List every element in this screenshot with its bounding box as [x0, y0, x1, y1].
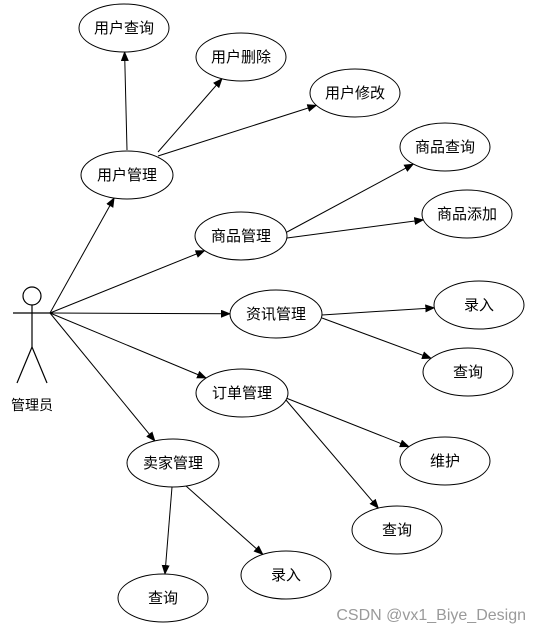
- use-case-goods-mgmt: 商品管理: [194, 211, 288, 261]
- actor-head: [22, 286, 42, 306]
- edge-info-mgmt-to-info-query: [321, 317, 432, 359]
- use-case-label: 卖家管理: [143, 454, 203, 472]
- use-case-user-modify: 用户修改: [309, 68, 401, 118]
- use-case-label: 查询: [382, 521, 412, 539]
- edge-actor-to-seller-mgmt: [49, 312, 156, 442]
- use-case-label: 查询: [148, 589, 178, 607]
- use-case-label: 订单管理: [212, 384, 272, 402]
- use-case-label: 商品查询: [415, 138, 475, 156]
- use-case-label: 用户修改: [325, 84, 385, 102]
- edge-goods-mgmt-to-goods-query: [286, 163, 415, 233]
- use-case-label: 用户删除: [211, 48, 271, 66]
- edge-actor-to-info-mgmt: [49, 309, 232, 318]
- use-case-info-entry: 录入: [433, 280, 525, 330]
- use-case-seller-mgmt: 卖家管理: [126, 438, 220, 488]
- use-case-label: 用户查询: [94, 19, 154, 37]
- use-case-order-maintain: 维护: [399, 436, 491, 486]
- edge-order-mgmt-to-order-maintain: [285, 397, 410, 448]
- use-case-label: 录入: [271, 566, 301, 584]
- use-case-label: 查询: [453, 363, 483, 381]
- actor-leg-right: [31, 346, 48, 384]
- use-case-seller-entry: 录入: [240, 550, 332, 600]
- use-case-label: 资讯管理: [246, 305, 306, 323]
- edge-goods-mgmt-to-goods-add: [286, 217, 425, 239]
- actor-admin: 管理员: [11, 286, 53, 414]
- watermark: CSDN @vx1_Biye_Design: [336, 607, 526, 624]
- use-case-user-mgmt: 用户管理: [80, 150, 174, 200]
- use-case-user-delete: 用户删除: [195, 32, 287, 82]
- edge-seller-mgmt-to-seller-entry: [185, 485, 264, 556]
- use-cases: 用户查询 用户删除 用户修改 用户管理 商品查询 商品添加 商品管理 资讯管理: [78, 3, 525, 623]
- use-case-goods-add: 商品添加: [421, 189, 513, 239]
- use-case-label: 商品添加: [437, 205, 497, 223]
- edge-user-mgmt-to-user-delete: [157, 78, 223, 153]
- actor-leg-left: [16, 346, 33, 384]
- edge-actor-to-user-mgmt: [49, 197, 115, 314]
- use-case-order-mgmt: 订单管理: [195, 368, 289, 418]
- use-case-label: 录入: [464, 296, 494, 314]
- edge-seller-mgmt-to-seller-query: [161, 486, 173, 576]
- use-case-label: 商品管理: [211, 227, 271, 245]
- use-case-goods-query: 商品查询: [399, 122, 491, 172]
- use-case-user-query: 用户查询: [78, 3, 170, 53]
- edge-order-mgmt-to-order-query: [285, 399, 379, 509]
- use-case-label: 用户管理: [97, 166, 157, 184]
- use-case-info-mgmt: 资讯管理: [229, 289, 323, 339]
- edge-info-mgmt-to-info-entry: [321, 304, 436, 316]
- edge-user-mgmt-to-user-modify: [157, 104, 318, 157]
- use-case-seller-query: 查询: [117, 573, 209, 623]
- edge-actor-to-goods-mgmt: [49, 250, 206, 314]
- edge-user-mgmt-to-user-query: [120, 50, 129, 151]
- edge-actor-to-order-mgmt: [49, 312, 207, 379]
- edges: [49, 50, 436, 576]
- use-case-order-query: 查询: [351, 505, 443, 555]
- actor-label: 管理员: [11, 398, 53, 414]
- use-case-info-query: 查询: [422, 347, 514, 397]
- use-case-label: 维护: [430, 452, 460, 470]
